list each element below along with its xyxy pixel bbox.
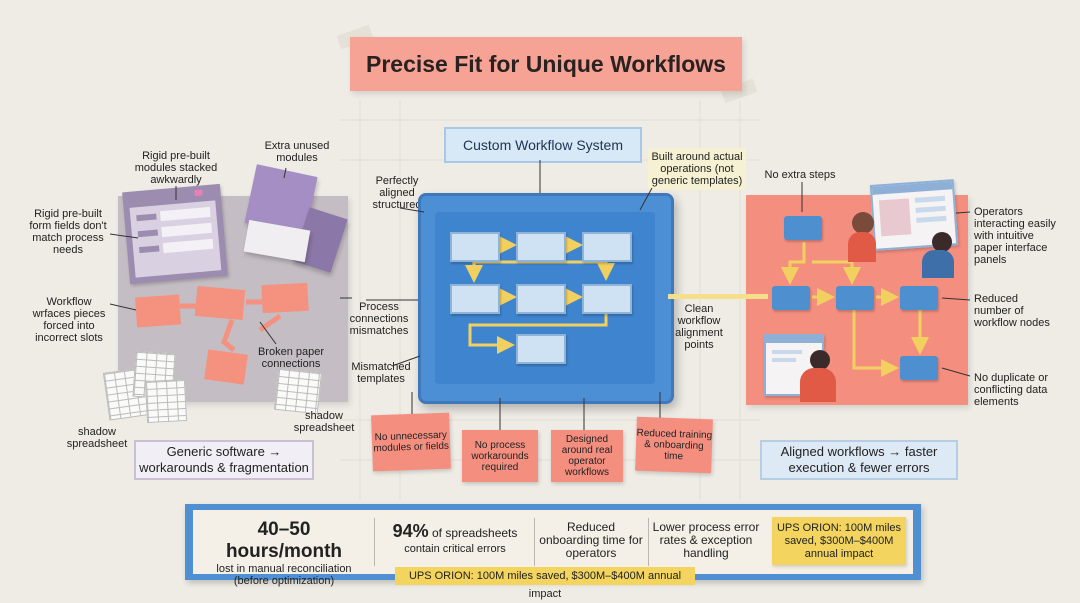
custom-workflow-system-label: Custom Workflow System	[444, 127, 642, 163]
stat-hours-lost: 40–50 hours/month lost in manual reconci…	[198, 519, 370, 587]
card-no-workarounds: No process workarounds required	[462, 430, 538, 482]
workflow-node	[450, 232, 500, 262]
ups-orion-highlight: UPS ORION: 100M miles saved, $300M–$400M…	[772, 517, 906, 565]
label-process-mismatches: Process connections mismatches	[349, 301, 409, 337]
system-label-connector	[539, 160, 541, 194]
label-perfectly-aligned: Perfectly aligned structured	[372, 175, 422, 211]
stat-divider	[648, 518, 649, 566]
label-built-around: Built around actual operations (not gene…	[651, 151, 743, 187]
label-no-duplicate: No duplicate or conflicting data element…	[974, 372, 1048, 408]
operations-note	[648, 148, 746, 190]
label-rigid-modules: Rigid pre-built modules stacked awkwardl…	[134, 150, 218, 186]
aligned-workflows-caption: Aligned workflows → faster execution & f…	[760, 440, 958, 480]
label-operators-interacting: Operators interacting easily with intuit…	[974, 206, 1056, 266]
label-no-extra-steps: No extra steps	[764, 169, 836, 181]
label-rigid-form-fields: Rigid pre-built form fields don't match …	[29, 208, 107, 256]
label-extra-unused: Extra unused modules	[264, 140, 330, 164]
right-workflow-node	[836, 286, 874, 310]
stat-spreadsheet-of: of spreadsheets	[431, 526, 518, 540]
operator-person-icon	[800, 368, 836, 402]
label-mismatched-templates: Mismatched templates	[351, 361, 411, 385]
workflow-node	[516, 232, 566, 262]
operator-person-icon	[932, 232, 952, 252]
generic-software-caption: Generic software → workarounds & fragmen…	[134, 440, 314, 480]
ups-orion-strip: UPS ORION: 100M miles saved, $300M–$400M…	[395, 567, 695, 600]
right-workflow-node	[772, 286, 810, 310]
workflow-node	[516, 334, 566, 364]
operator-person-icon	[810, 350, 830, 370]
workflow-node	[450, 284, 500, 314]
label-workflow-pieces: Workflow wrfaces pieces forced into inco…	[32, 296, 106, 344]
label-broken-connections: Broken paper connections	[257, 346, 325, 370]
label-shadow-spreadsheet-left: shadow spreadsheet	[66, 426, 128, 450]
card-designed-real-workflows: Designed around real operator workflows	[551, 430, 623, 482]
stat-error-rates: Lower process error rates & exception ha…	[652, 520, 760, 560]
broken-connection-lines	[180, 299, 282, 352]
label-reduced-nodes: Reduced number of workflow nodes	[974, 293, 1050, 329]
operator-person-icon	[852, 212, 874, 234]
right-workflow-node	[784, 216, 822, 240]
workflow-node	[582, 232, 632, 262]
stat-onboarding: Reduced onboarding time for operators	[539, 520, 643, 560]
stat-spreadsheet-percent: 94%	[392, 521, 429, 541]
operator-person-icon	[848, 232, 876, 262]
stat-spreadsheet-headline: 94% of spreadsheets	[380, 521, 530, 543]
stat-spreadsheet-desc: contain critical errors	[404, 543, 506, 555]
stat-divider	[374, 518, 375, 566]
operator-person-icon	[922, 250, 954, 278]
label-clean-alignment: Clean workflow alignment points	[675, 303, 723, 351]
stat-divider	[534, 518, 535, 566]
right-workflow-node	[900, 286, 938, 310]
label-shadow-spreadsheet-right: shadow spreadsheet	[293, 410, 355, 434]
stat-hours-desc: lost in manual reconciliation (before op…	[216, 563, 352, 587]
workflow-node	[582, 284, 632, 314]
workflow-node	[516, 284, 566, 314]
stat-spreadsheet-errors: 94% of spreadsheets contain critical err…	[380, 521, 530, 556]
page-title: Precise Fit for Unique Workflows	[350, 37, 742, 91]
right-workflow-node	[900, 356, 938, 380]
stat-hours-value: 40–50 hours/month	[225, 519, 343, 562]
